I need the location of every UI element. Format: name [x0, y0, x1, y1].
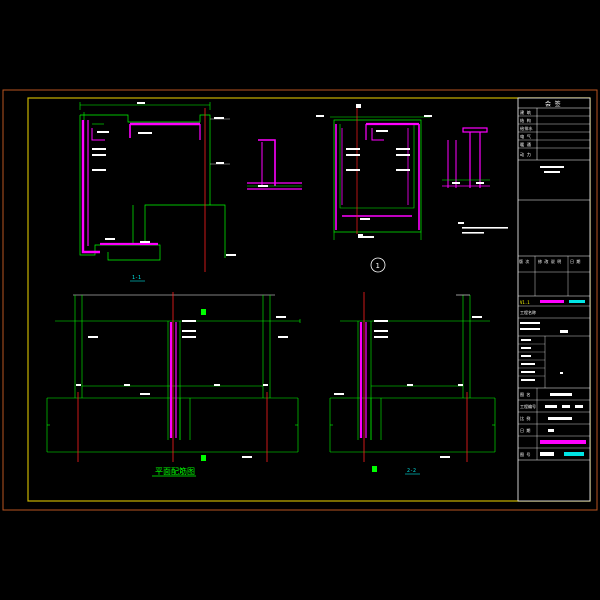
- revision-header-no: 版 次: [519, 258, 529, 264]
- detail-1-view: [316, 104, 432, 240]
- inner-drawing-frame: [27, 97, 591, 502]
- revision-number: V1.1: [520, 300, 530, 305]
- left-plan-title: 平面配筋图: [155, 466, 195, 476]
- outer-drawing-frame: [2, 89, 598, 511]
- section-1-1-view: 1-1: [79, 102, 236, 282]
- section-1-1-label: 1-1: [132, 275, 141, 281]
- column-detail-view: [442, 127, 490, 188]
- drawing-name-label: 图 名: [520, 391, 530, 397]
- approval-header: 会 签: [545, 100, 561, 108]
- approval-rows: 建 筑 结 构 给排水 电 气 暖 通 动 力: [518, 109, 590, 161]
- approval-row-3: 给排水: [520, 125, 533, 132]
- project-number-label: 工程编号: [520, 403, 536, 409]
- sheet-number-label: 图 号: [520, 451, 530, 457]
- scale-label: 比 例: [520, 415, 530, 421]
- section-2-2-view: 2-2: [329, 292, 496, 475]
- detail-1-number: 1: [376, 262, 380, 270]
- detail-1-marker: 1: [370, 257, 386, 273]
- notes-block: [458, 222, 508, 234]
- date-label: 日 期: [520, 427, 530, 433]
- approval-row-4: 电 气: [520, 133, 532, 139]
- beam-detail-view: [247, 139, 302, 190]
- project-name-label: 工程名称: [520, 309, 536, 315]
- approval-row-6: 动 力: [520, 151, 531, 158]
- bottom-left-plan-view: 平面配筋图: [46, 292, 301, 477]
- approval-row-2: 结 构: [520, 117, 531, 124]
- approval-row-1: 建 筑: [520, 109, 532, 116]
- section-2-2-label: 2-2: [407, 468, 416, 474]
- revision-header-desc: 修 改 说 明: [538, 258, 561, 264]
- approval-row-5: 暖 通: [520, 141, 532, 148]
- title-block: 会 签 建 筑 结 构 给排水 电 气 暖 通 动 力 版 次 修 改 说 明 …: [517, 97, 591, 502]
- revision-header-date: 日 期: [570, 258, 580, 264]
